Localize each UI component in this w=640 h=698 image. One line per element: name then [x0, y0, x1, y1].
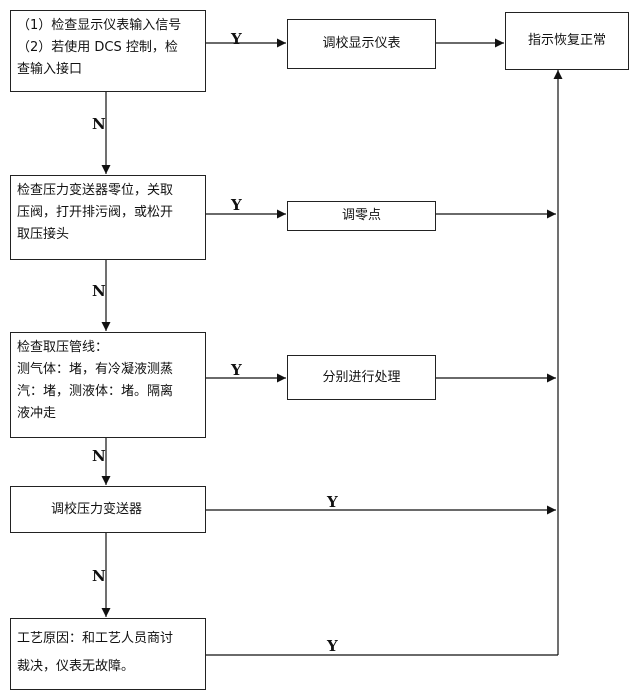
step3-line: 测气体：堵，有冷凝液测蒸 — [17, 362, 174, 377]
step4-label: 调校压力变送器 — [51, 501, 143, 517]
result-label: 指示恢复正常 — [527, 33, 606, 48]
yes-label: Y — [231, 30, 242, 48]
no-label: N — [92, 282, 106, 300]
action3-box: 分别进行处理 — [287, 355, 436, 400]
step3-line: 汽：堵，测液体：堵。隔离 — [17, 384, 174, 399]
step1-line: （1）检查显示仪表输入信号 — [17, 18, 182, 33]
step3-box: 检查取压管线： 测气体：堵，有冷凝液测蒸 汽：堵，测液体：堵。隔离 液冲走 — [10, 332, 206, 438]
step1-line: 查输入接口 — [17, 62, 83, 77]
action2-label: 调零点 — [341, 208, 381, 223]
step3-line: 液冲走 — [17, 406, 57, 421]
step1-box: （1）检查显示仪表输入信号 （2）若使用 DCS 控制，检 查输入接口 — [10, 10, 206, 92]
step2-line: 取压接头 — [17, 227, 70, 242]
step1-line: （2）若使用 DCS 控制，检 — [17, 40, 178, 55]
yes-label: Y — [231, 361, 242, 379]
no-label: N — [92, 447, 106, 465]
result-box: 指示恢复正常 — [505, 12, 629, 70]
action3-label: 分别进行处理 — [322, 369, 401, 385]
yes-label: Y — [327, 637, 338, 655]
step2-box: 检查压力变送器零位，关取 压阀，打开排污阀，或松开 取压接头 — [10, 175, 206, 260]
step2-line: 检查压力变送器零位，关取 — [17, 183, 174, 198]
step5-line: 工艺原因：和工艺人员商讨 — [17, 631, 174, 646]
step3-line: 检查取压管线： — [17, 340, 109, 355]
step5-box: 工艺原因：和工艺人员商讨 裁决，仪表无故障。 — [10, 618, 206, 690]
yes-label: Y — [327, 493, 338, 511]
no-label: N — [92, 567, 106, 585]
step2-line: 压阀，打开排污阀，或松开 — [17, 205, 174, 220]
step5-line: 裁决，仪表无故障。 — [17, 659, 135, 674]
step4-box: 调校压力变送器 — [10, 486, 206, 533]
no-label: N — [92, 115, 106, 133]
yes-label: Y — [231, 196, 242, 214]
action2-box: 调零点 — [287, 201, 436, 231]
action1-label: 调校显示仪表 — [322, 36, 401, 51]
action1-box: 调校显示仪表 — [287, 19, 436, 69]
